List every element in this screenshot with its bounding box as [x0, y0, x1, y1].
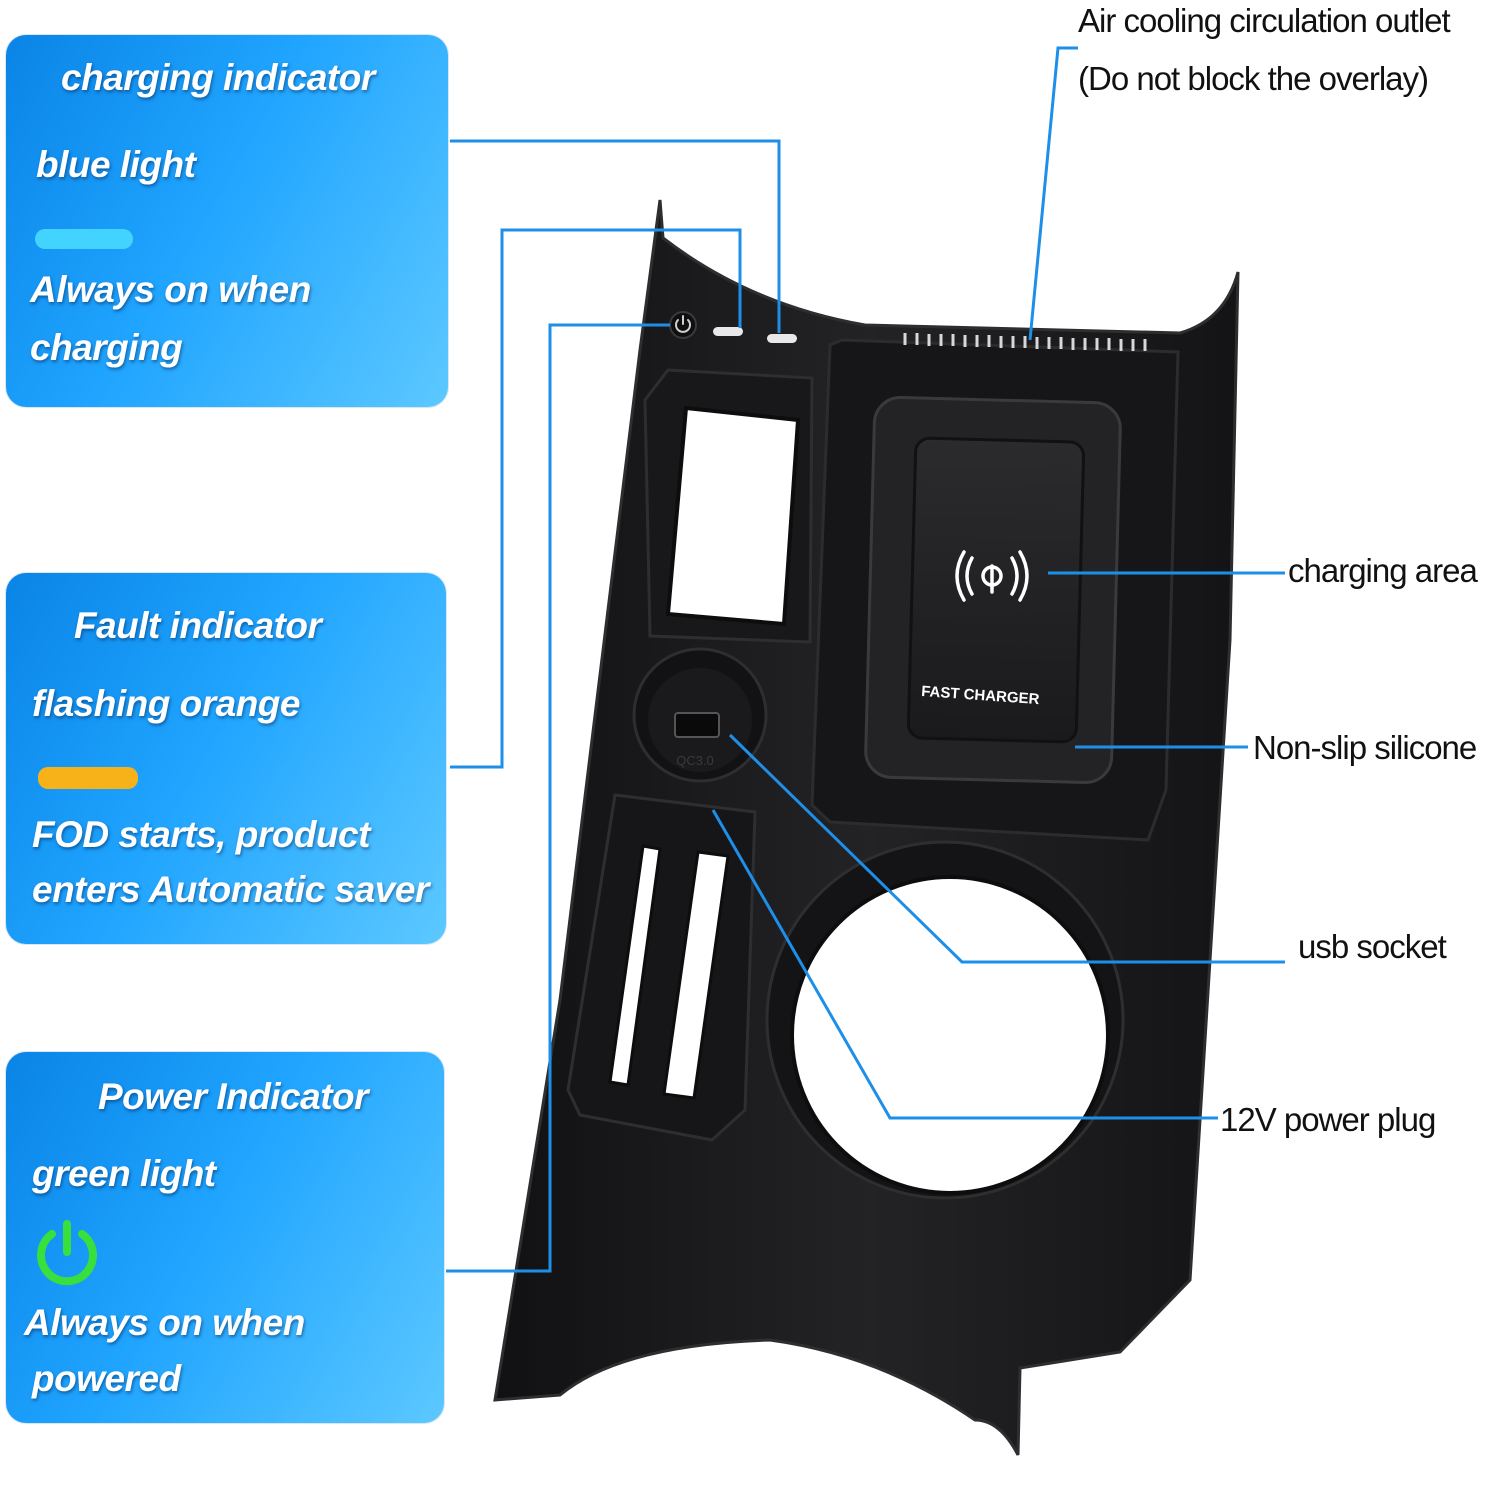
- air-outlet-callout-line2: (Do not block the overlay): [1078, 60, 1429, 97]
- fault-indicator-title: Fault indicator: [74, 605, 322, 646]
- power-indicator-subtitle: green light: [32, 1153, 216, 1194]
- power-indicator-desc-2: powered: [32, 1358, 181, 1399]
- fault-indicator-subtitle: flashing orange: [32, 683, 300, 724]
- fault-indicator-box: Fault indicator flashing orange FOD star…: [6, 573, 446, 944]
- slot-right: [662, 850, 730, 1100]
- power-indicator-box: Power Indicator green light Always on wh…: [6, 1052, 444, 1423]
- leader-usb-socket: [728, 733, 1285, 964]
- charging-indicator-title: charging indicator: [61, 57, 375, 98]
- leader-air-outlet: [1028, 46, 1078, 341]
- charging-indicator-led: [713, 327, 743, 336]
- power-icon: [37, 1220, 97, 1286]
- power-plug-callout: 12V power plug: [1220, 1101, 1436, 1138]
- leader-fault-indicator: [450, 228, 742, 769]
- usb-socket-callout: usb socket: [1298, 928, 1447, 965]
- cup-holder-opening: [790, 875, 1110, 1195]
- power-indicator-title: Power Indicator: [98, 1076, 369, 1117]
- blue-light-swatch: [35, 229, 133, 249]
- charging-indicator-box: charging indicator blue light Always on …: [6, 35, 448, 407]
- charging-indicator-desc-1: Always on when: [30, 269, 311, 310]
- charging-indicator-subtitle: blue light: [36, 144, 196, 185]
- fault-indicator-desc-1: FOD starts, product: [32, 814, 370, 855]
- leader-power-indicator: [446, 323, 670, 1273]
- usb-label: QC3.0: [676, 753, 714, 768]
- slot-left: [608, 844, 662, 1087]
- orange-light-swatch: [38, 767, 138, 789]
- fault-indicator-desc-2: enters Automatic saver: [32, 869, 429, 910]
- power-indicator-desc-1: Always on when: [24, 1302, 305, 1343]
- air-vent-grille: [903, 333, 1147, 351]
- leader-lines: [446, 46, 1285, 1273]
- air-outlet-callout-line1: Air cooling circulation outlet: [1078, 2, 1451, 39]
- usb-port[interactable]: [674, 712, 720, 738]
- power-button-icon: [675, 315, 691, 333]
- charging-indicator-desc-2: charging: [30, 327, 183, 368]
- leader-charging-indicator: [450, 139, 781, 333]
- wireless-charging-icon: [955, 550, 1029, 602]
- fault-indicator-led: [767, 334, 797, 343]
- charging-surface: [906, 436, 1086, 744]
- non-slip-callout: Non-slip silicone: [1253, 729, 1477, 766]
- charging-area-callout: charging area: [1288, 552, 1478, 589]
- leader-power-plug: [711, 809, 1218, 1120]
- pocket-opening: [665, 405, 801, 627]
